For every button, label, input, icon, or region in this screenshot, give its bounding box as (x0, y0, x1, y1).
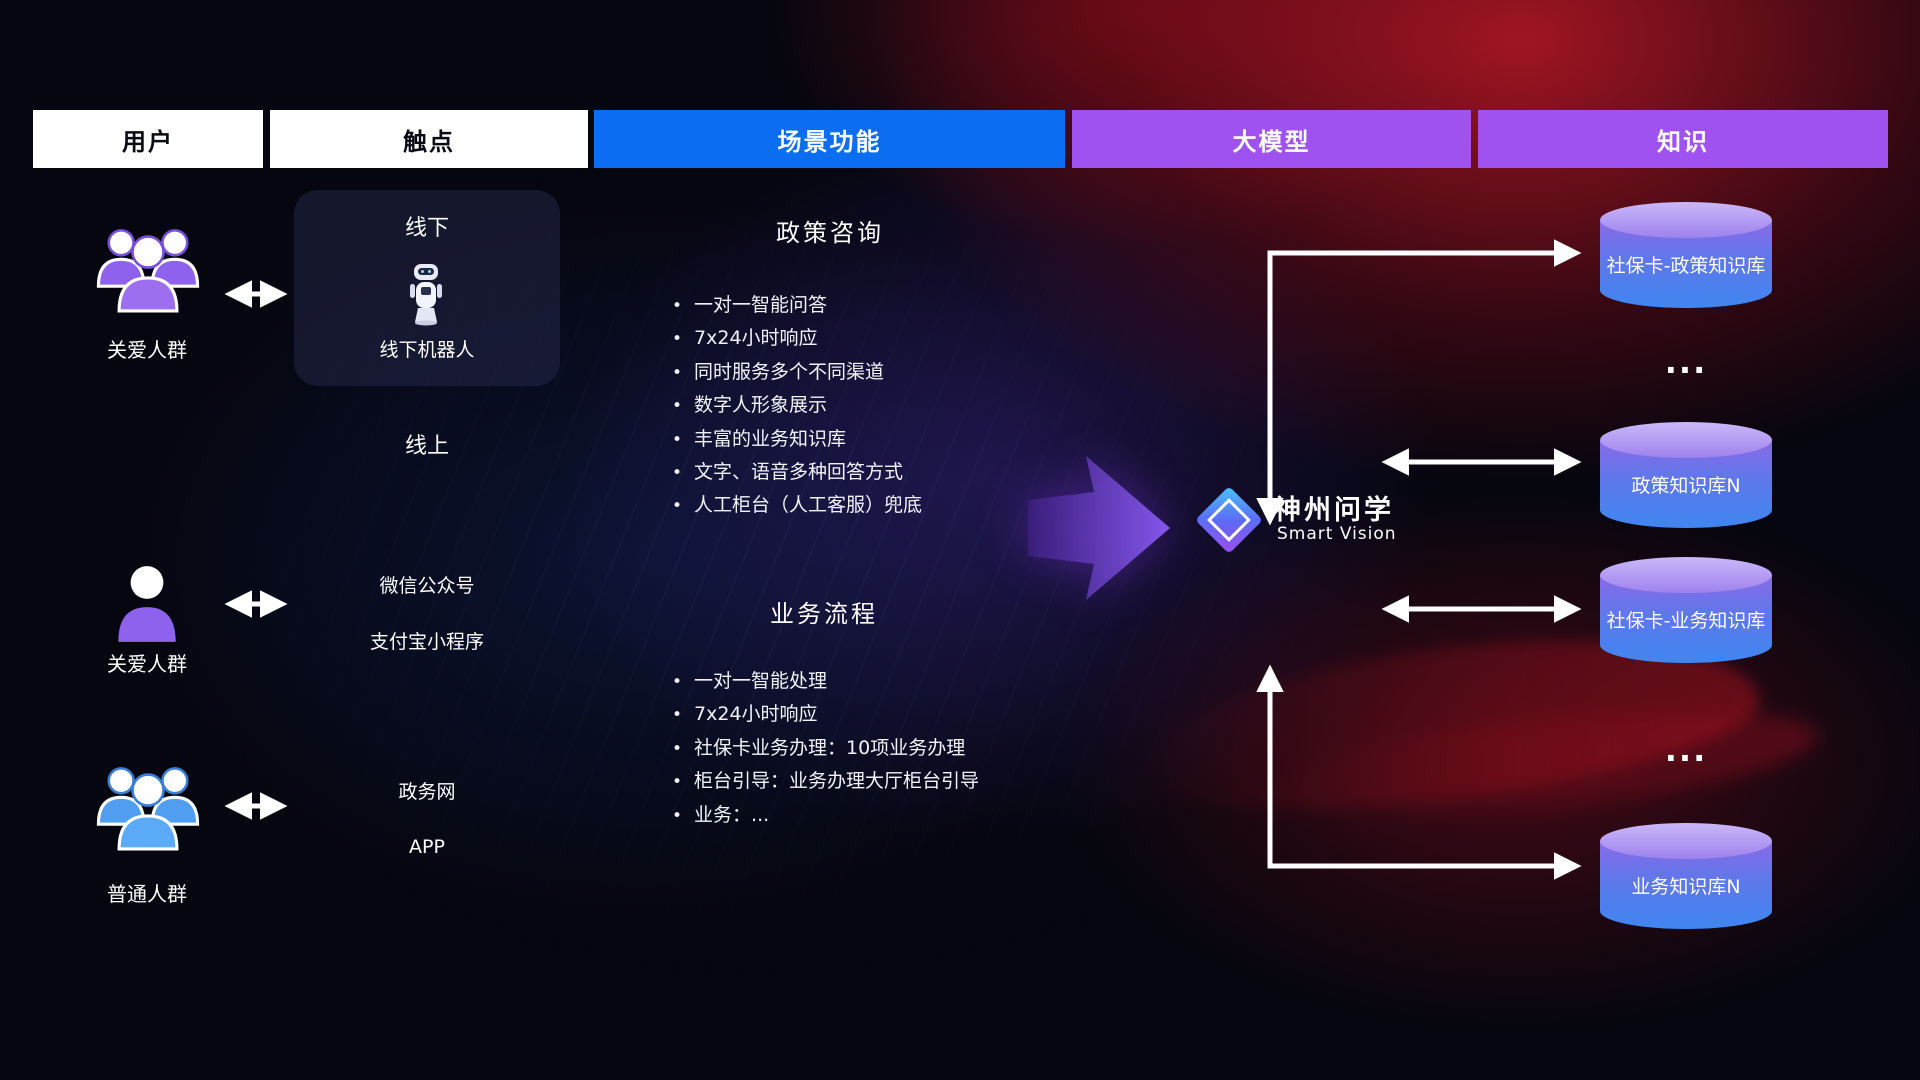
scene-business-bullet-list: 一对一智能处理 7x24小时响应 社保卡业务办理：10项业务办理 柜台引导：业务… (672, 665, 979, 832)
column-header-scene-functions: 场景功能 (594, 110, 1065, 168)
cylinder-top (1600, 202, 1772, 238)
knowledge-db-label: 业务知识库N (1631, 875, 1741, 898)
column-header-knowledge: 知识 (1478, 110, 1888, 168)
cylinder-top (1600, 557, 1772, 593)
scene-bullet: 一对一智能问答 (672, 289, 922, 322)
flow-arrow-icon (1028, 430, 1170, 630)
user-group-label: 关爱人群 (107, 338, 187, 362)
smart-vision-logo-icon (1192, 480, 1266, 564)
scene-policy-consultation-title: 政策咨询 (776, 219, 884, 247)
knowledge-db-label: 社保卡-政策知识库 (1606, 254, 1766, 277)
scene-bullet: 7x24小时响应 (672, 322, 922, 355)
column-header-users: 用户 (33, 110, 263, 168)
scene-bullet: 一对一智能处理 (672, 665, 979, 698)
column-header-touchpoints: 触点 (270, 110, 588, 168)
knowledge-db-cylinder: 业务知识库N (1600, 823, 1772, 929)
people-group-blue-icon (90, 756, 206, 855)
ellipsis-label: ... (1664, 731, 1708, 769)
offline-robot-label: 线下机器人 (379, 339, 475, 361)
scene-bullet: 社保卡业务办理：10项业务办理 (672, 732, 979, 765)
scene-bullet: 文字、语音多种回答方式 (672, 456, 922, 489)
user-group-label: 关爱人群 (107, 652, 187, 676)
knowledge-db-cylinder: 社保卡-业务知识库 (1600, 557, 1772, 663)
person-purple-icon (110, 562, 184, 650)
scene-bullet: 同时服务多个不同渠道 (672, 356, 922, 389)
online-title: 线上 (404, 434, 449, 459)
knowledge-db-label: 社保卡-业务知识库 (1606, 609, 1766, 632)
cylinder-top (1600, 823, 1772, 859)
channel-wechat: 微信公众号 (379, 575, 475, 597)
ellipsis-label: ... (1664, 343, 1708, 381)
knowledge-db-cylinder: 政策知识库N (1600, 422, 1772, 528)
scene-bullet: 业务：... (672, 799, 979, 832)
offline-title: 线下 (404, 216, 449, 241)
scene-policy-bullet-list: 一对一智能问答 7x24小时响应 同时服务多个不同渠道 数字人形象展示 丰富的业… (672, 289, 922, 523)
channel-alipay-miniprogram: 支付宝小程序 (369, 631, 484, 653)
knowledge-db-cylinder: 社保卡-政策知识库 (1600, 202, 1772, 308)
cylinder-top (1600, 422, 1772, 458)
user-group-label: 普通人群 (107, 882, 187, 906)
scene-bullet: 7x24小时响应 (672, 698, 979, 731)
robot-icon (402, 260, 450, 330)
scene-bullet: 人工柜台（人工客服）兜底 (672, 489, 922, 522)
model-name: 神州问学 (1274, 495, 1394, 526)
scene-business-process-title: 业务流程 (770, 600, 878, 628)
column-header-large-model: 大模型 (1072, 110, 1471, 168)
scene-bullet: 丰富的业务知识库 (672, 423, 922, 456)
channel-app: APP (409, 836, 445, 858)
scene-bullet: 数字人形象展示 (672, 389, 922, 422)
people-group-purple-icon (90, 218, 206, 317)
knowledge-db-label: 政策知识库N (1631, 474, 1741, 497)
channel-gov-website: 政务网 (398, 781, 456, 803)
model-subtitle: Smart Vision (1277, 524, 1397, 544)
scene-bullet: 柜台引导：业务办理大厅柜台引导 (672, 765, 979, 798)
